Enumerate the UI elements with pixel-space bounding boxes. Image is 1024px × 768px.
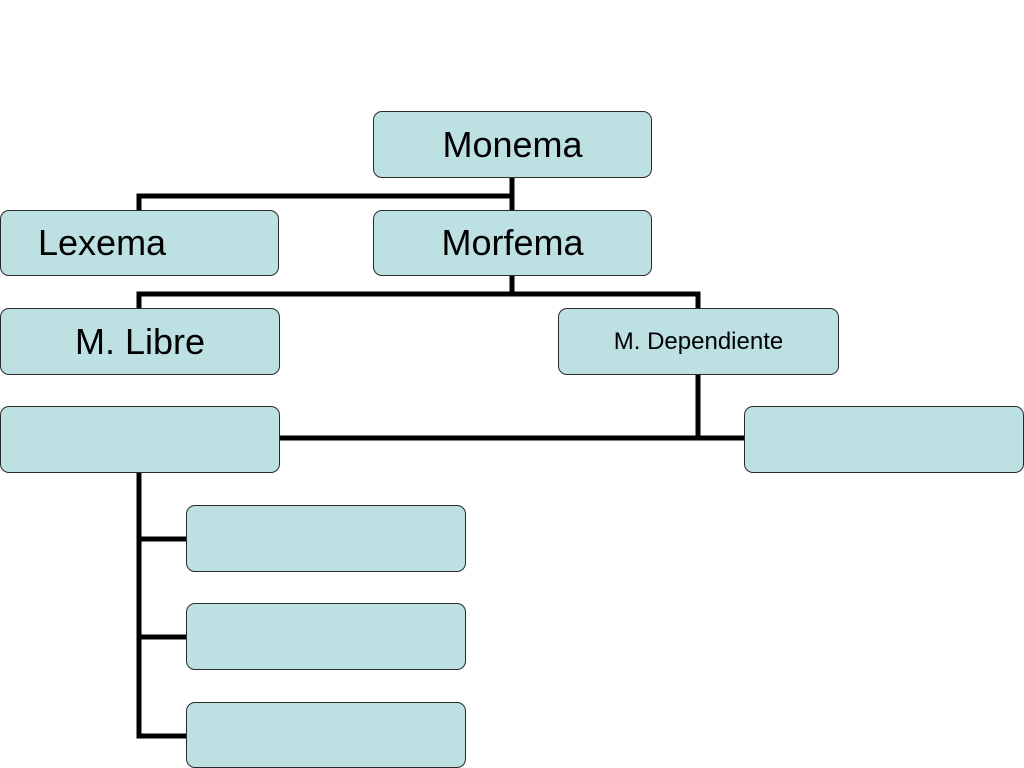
node-lexema-label: Lexema bbox=[38, 222, 167, 263]
node-lexema: Lexema bbox=[0, 210, 279, 276]
node-morfema-label: Morfema bbox=[441, 222, 584, 263]
node-blank-right bbox=[744, 406, 1024, 473]
node-m-dependiente-label: M. Dependiente bbox=[613, 327, 784, 355]
node-morfema: Morfema bbox=[373, 210, 652, 276]
node-blank-left bbox=[0, 406, 280, 473]
node-blank-sub-1 bbox=[186, 505, 466, 572]
node-monema: Monema bbox=[373, 111, 652, 178]
node-blank-sub-2 bbox=[186, 603, 466, 670]
node-blank-sub-3 bbox=[186, 702, 466, 768]
node-monema-label: Monema bbox=[442, 123, 583, 165]
node-m-dependiente: M. Dependiente bbox=[558, 308, 839, 375]
node-m-libre: M. Libre bbox=[0, 308, 280, 375]
node-m-libre-label: M. Libre bbox=[74, 320, 206, 362]
